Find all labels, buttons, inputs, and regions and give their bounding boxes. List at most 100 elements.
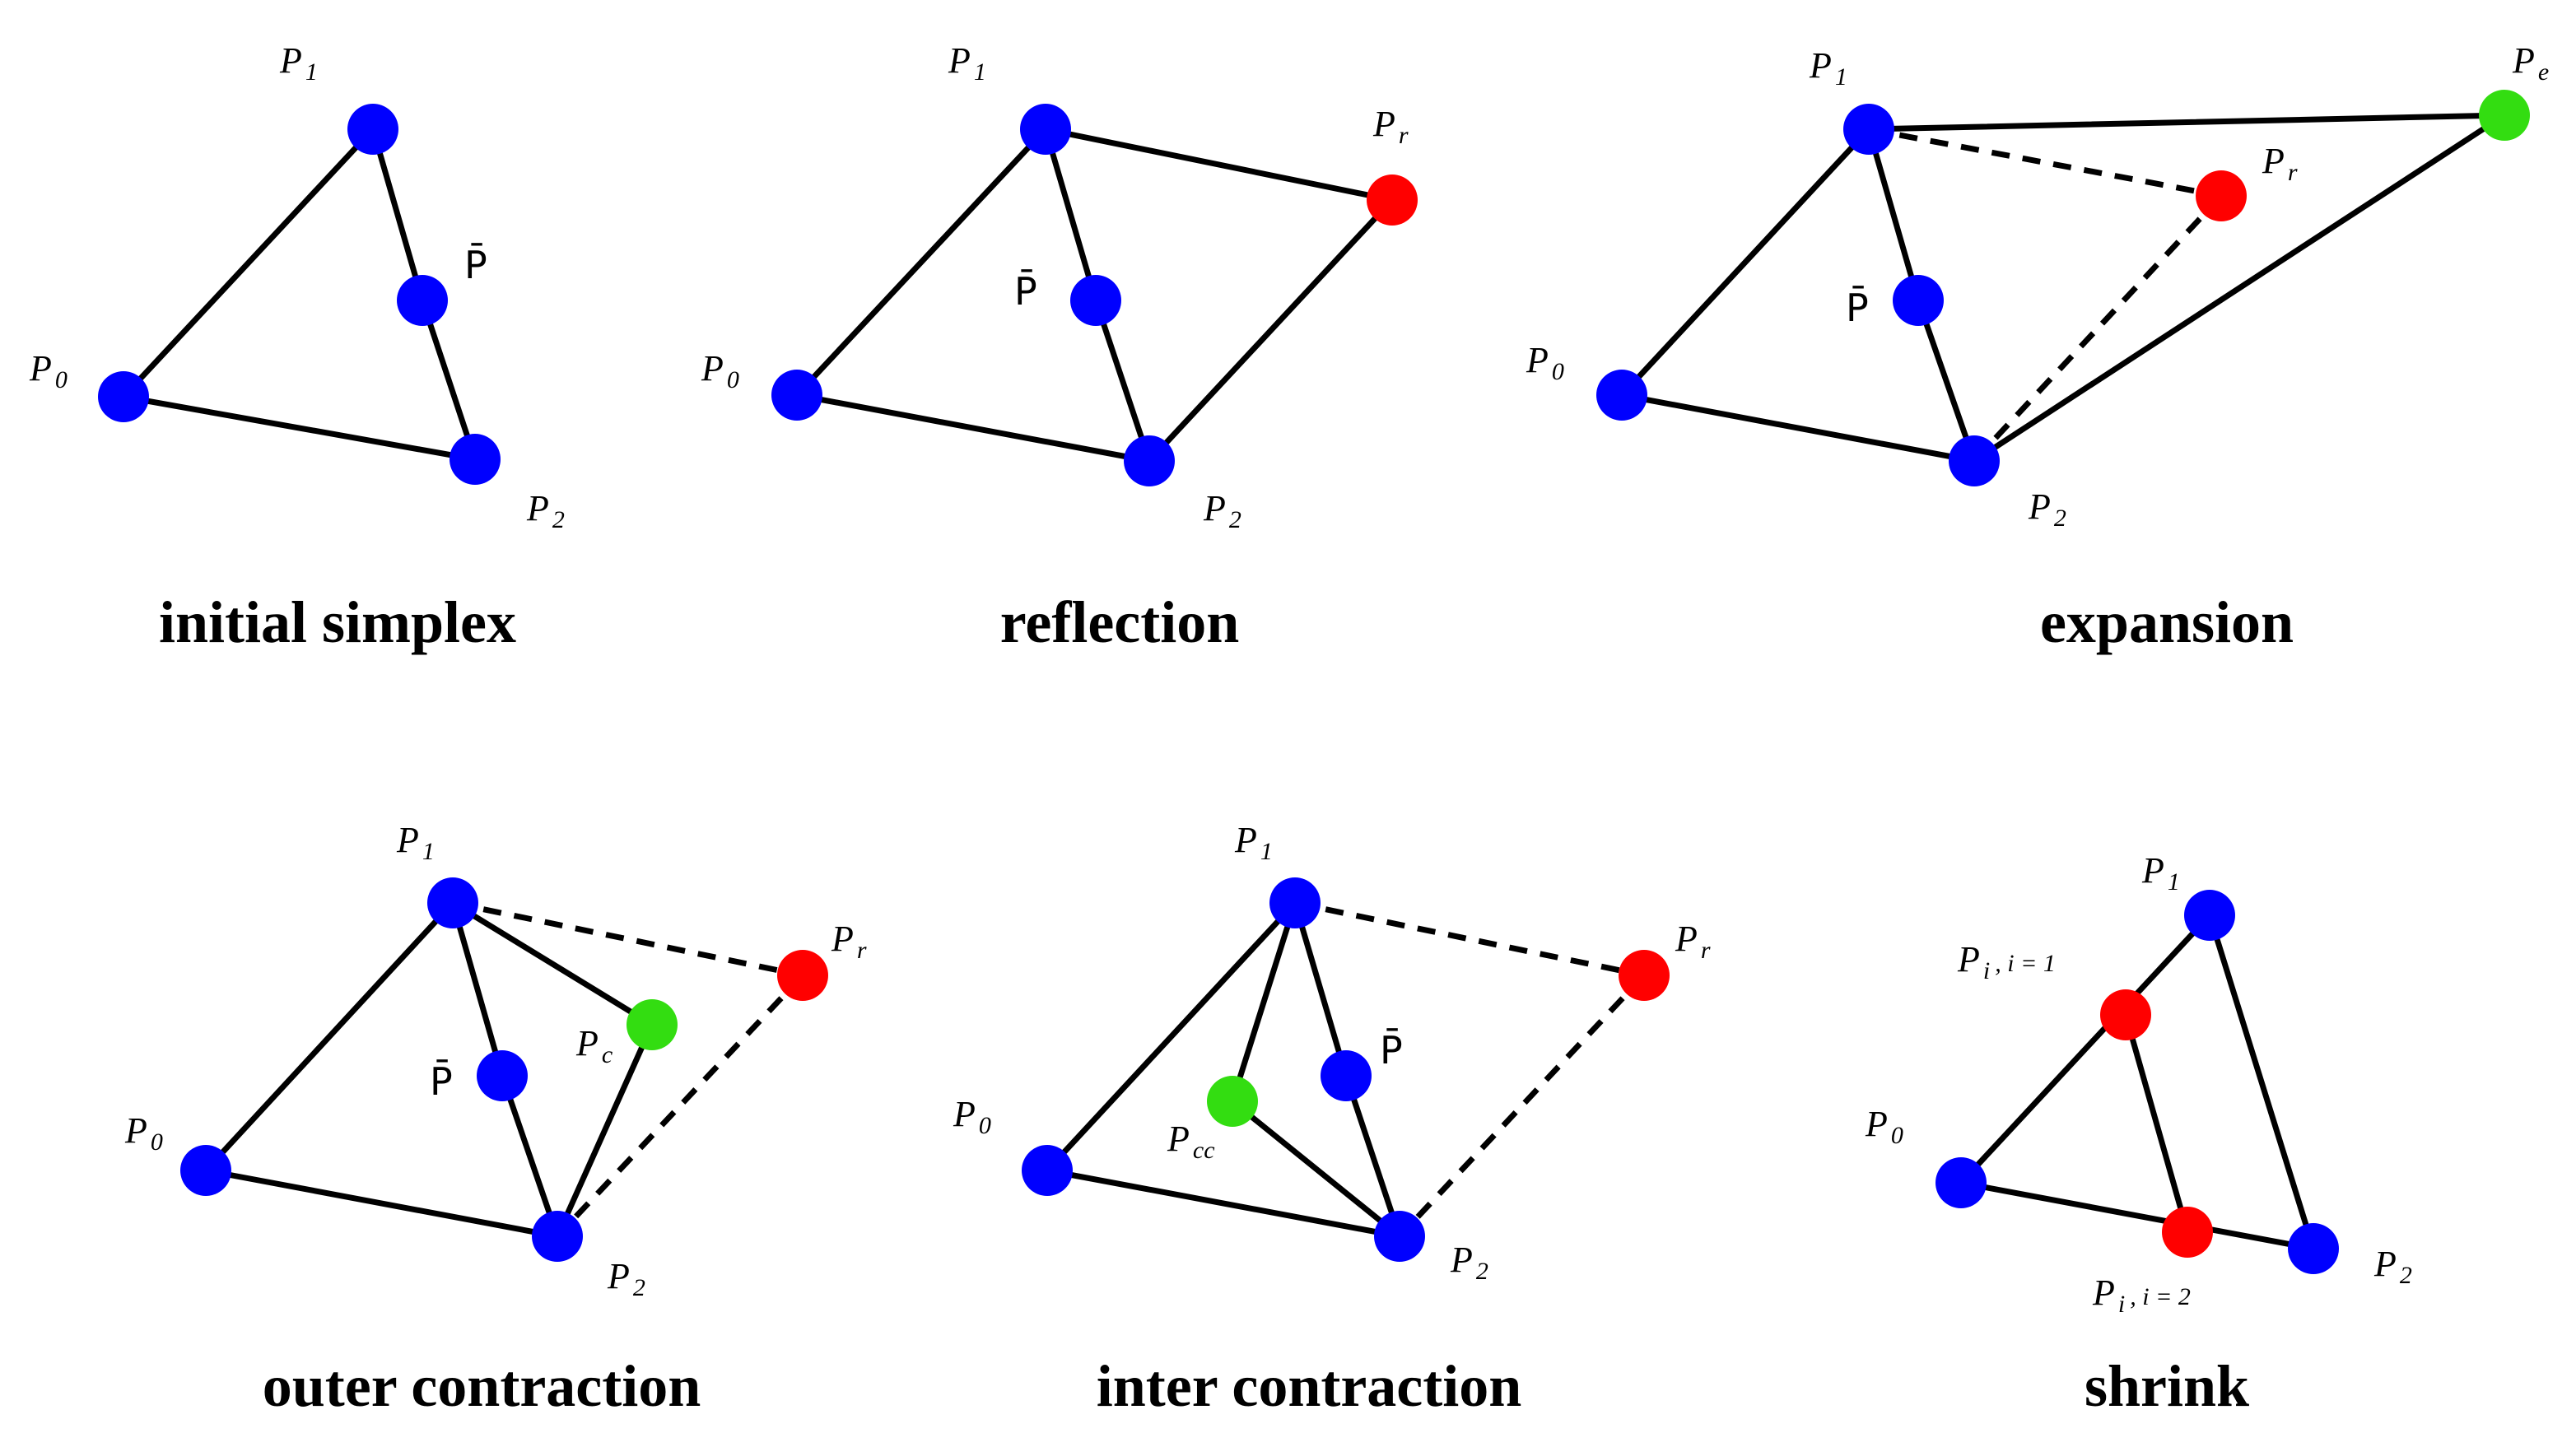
label-pbar: P̄ (1014, 269, 1037, 314)
edge-p1-pbar (1866, 126, 1922, 304)
point-p1 (1843, 104, 1894, 155)
point-pr (1619, 950, 1670, 1001)
point-p1 (347, 104, 398, 155)
edge-p1-pcc (1229, 900, 1298, 1105)
edge-p1-pc (450, 900, 655, 1028)
point-p1 (427, 877, 478, 928)
edge-p1-pe (1866, 112, 2508, 133)
point-p1 (1269, 877, 1321, 928)
point-pr (777, 950, 828, 1001)
point-p1 (1020, 104, 1071, 155)
point-p1 (2184, 890, 2235, 941)
point-p2 (532, 1211, 583, 1262)
edge-pbar-p2 (1343, 1072, 1403, 1240)
point-pcc (1207, 1076, 1258, 1127)
edge-p1-pbar (1292, 900, 1349, 1079)
point-pe (2479, 90, 2530, 141)
edge-p0-p2 (203, 1167, 561, 1240)
point-p0 (1022, 1145, 1073, 1196)
label-pbar: P̄ (1380, 1028, 1403, 1072)
point-p2 (1124, 435, 1175, 486)
dashed-edge-pr-p2 (1972, 193, 2224, 463)
point-p0 (1935, 1157, 1987, 1208)
point-pbar (477, 1050, 528, 1101)
dashed-edge-p1-pr (1868, 126, 2222, 199)
point-p0 (1596, 370, 1647, 421)
edge-pc-p2 (554, 1021, 655, 1240)
edge-p1-pbar (1042, 126, 1099, 304)
label-pbar: P̄ (464, 243, 487, 287)
point-pbar (1321, 1050, 1372, 1101)
point-pbar (397, 275, 448, 326)
dashed-edge-p1-pr (452, 900, 804, 979)
edge-p0-p2 (1044, 1167, 1403, 1240)
edge-p0-p1 (1619, 126, 1872, 398)
point-p2 (1949, 435, 2000, 486)
point-pi2 (2162, 1207, 2213, 1258)
edge-pbar-p2 (499, 1072, 561, 1240)
panel-caption: initial simplex (159, 589, 516, 655)
edge-pbar-p2 (1915, 297, 1977, 464)
point-pr (1367, 174, 1418, 226)
panel-caption: inter contraction (1097, 1353, 1522, 1419)
edge-p0-p2 (1619, 392, 1977, 464)
panel-caption: expansion (2040, 589, 2294, 655)
panel-caption: reflection (1000, 589, 1240, 655)
point-p0 (180, 1145, 231, 1196)
dashed-edge-p1-pr (1294, 900, 1645, 979)
edge-p0-p1 (794, 126, 1049, 398)
point-p2 (450, 434, 501, 485)
edge-p0-p1 (120, 126, 376, 400)
edge-pcc-p2 (1229, 1098, 1403, 1240)
point-pbar (1893, 275, 1944, 326)
edge-pr-p2 (1146, 197, 1395, 464)
dashed-edge-pr-p2 (555, 973, 805, 1239)
point-p0 (771, 370, 822, 421)
edge-p1-pbar (370, 126, 426, 304)
point-p0 (98, 371, 149, 422)
edge-p0-p2 (120, 393, 478, 463)
edge-p0-p1 (203, 900, 456, 1174)
point-pr (2196, 170, 2247, 221)
edge-p0-p2 (1958, 1179, 2317, 1252)
edge-p2-pe (1971, 112, 2508, 464)
edge-p1-pbar (450, 900, 505, 1079)
edge-p1-p2 (2206, 912, 2317, 1252)
point-pc (627, 999, 678, 1050)
edge-p0-p2 (794, 392, 1153, 464)
point-pi1 (2100, 989, 2151, 1040)
panel-caption: shrink (2085, 1353, 2249, 1419)
edge-p0-p1 (1958, 912, 2213, 1186)
point-pbar (1070, 275, 1121, 326)
edge-pbar-p2 (1092, 297, 1153, 464)
